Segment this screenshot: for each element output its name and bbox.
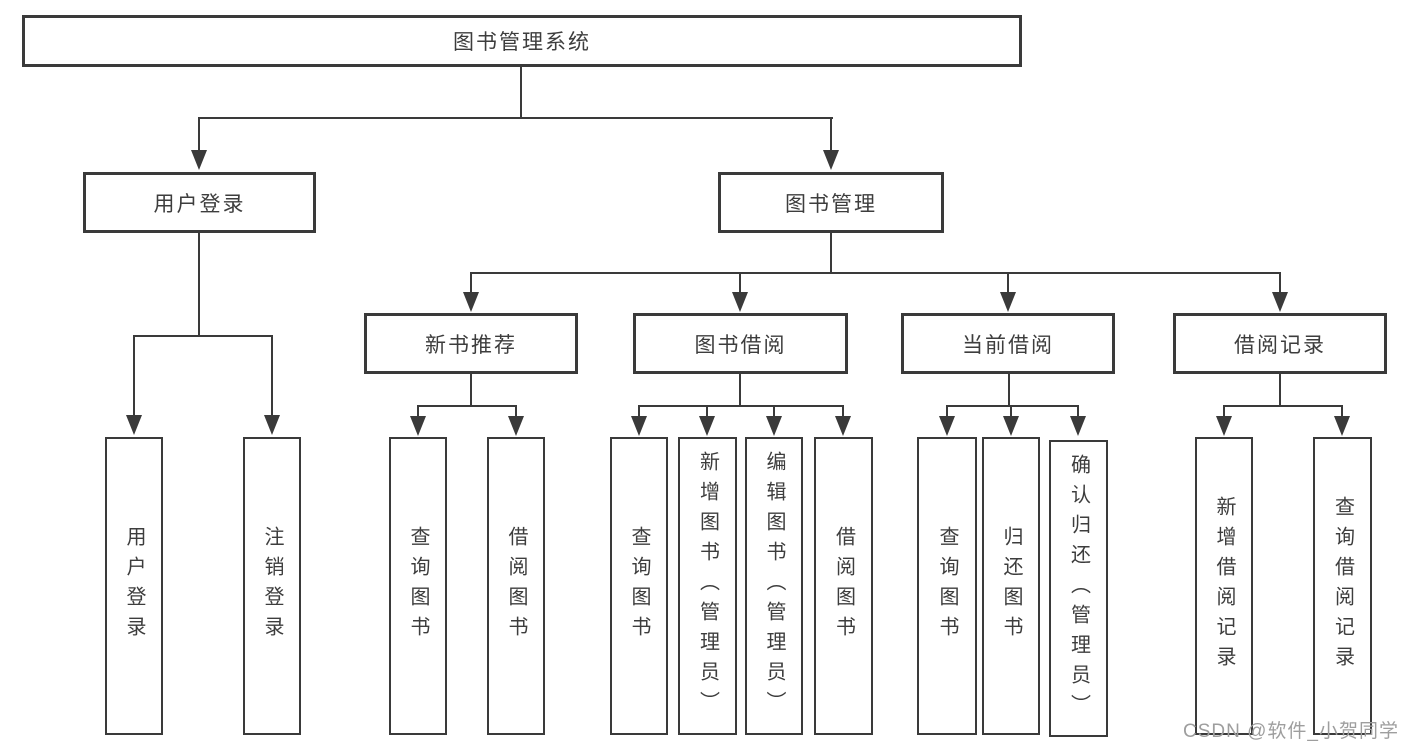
connector-user-login-hline: [133, 335, 273, 337]
connector-groupC-down: [1008, 374, 1010, 407]
connector-C3-stem: [1077, 405, 1079, 417]
connector-groupB-hline: [638, 405, 844, 407]
node-library-system-label: 图书管理系统: [453, 31, 591, 54]
arrow-to-C1: [939, 416, 955, 436]
leaf-borrow-book-1-label: 借阅图书: [505, 526, 527, 646]
arrow-to-borrow: [732, 292, 748, 312]
leaf-query-book-3: 查询图书: [917, 437, 977, 735]
connector-groupB-down: [739, 374, 741, 407]
connector-root-stem: [520, 65, 522, 118]
leaf-user-login-label: 用户登录: [123, 526, 145, 646]
connector-B3-stem: [773, 405, 775, 417]
connector-groupA-down: [470, 374, 472, 407]
arrow-to-D2: [1334, 416, 1350, 436]
arrow-to-current: [1000, 292, 1016, 312]
node-current-borrow-label: 当前借阅: [962, 333, 1054, 357]
leaf-query-borrow-record: 查询借阅记录: [1313, 437, 1372, 735]
connector-user-login-stem: [198, 117, 200, 151]
leaf-query-borrow-record-label: 查询借阅记录: [1331, 496, 1354, 676]
connector-records-stem: [1279, 272, 1281, 293]
arrow-to-C3: [1070, 416, 1086, 436]
leaf-add-borrow-record: 新增借阅记录: [1195, 437, 1253, 735]
leaf-query-book-1-label: 查询图书: [407, 526, 429, 646]
leaf-borrow-book-2: 借阅图书: [814, 437, 873, 735]
leaf-confirm-return-admin: 确认归还（管理员）: [1049, 440, 1108, 737]
connector-A2-stem: [515, 405, 517, 417]
node-borrow-records-label: 借阅记录: [1234, 333, 1326, 357]
node-user-login: 用户登录: [83, 172, 316, 233]
node-book-management-label: 图书管理: [785, 192, 877, 216]
arrow-to-C2: [1003, 416, 1019, 436]
connector-leaf-logout-stem: [271, 335, 273, 415]
node-current-borrow: 当前借阅: [901, 313, 1115, 374]
leaf-return-book-label: 归还图书: [1000, 526, 1022, 646]
connector-book-mgmt-hline: [470, 272, 1281, 274]
connector-groupA-hline: [417, 405, 517, 407]
connector-A1-stem: [417, 405, 419, 417]
connector-newbook-stem: [470, 272, 472, 293]
connector-groupD-down: [1279, 374, 1281, 407]
connector-groupC-hline: [946, 405, 1079, 407]
arrow-to-A1: [410, 416, 426, 436]
node-book-borrow: 图书借阅: [633, 313, 848, 374]
node-new-book-recommend: 新书推荐: [364, 313, 578, 374]
leaf-query-book-2: 查询图书: [610, 437, 668, 735]
node-new-book-recommend-label: 新书推荐: [425, 333, 517, 357]
leaf-user-login: 用户登录: [105, 437, 163, 735]
connector-C2-stem: [1010, 405, 1012, 417]
leaf-add-book-admin: 新增图书（管理员）: [678, 437, 737, 735]
arrow-to-D1: [1216, 416, 1232, 436]
connector-borrow-stem: [739, 272, 741, 293]
arrow-to-B2: [699, 416, 715, 436]
node-borrow-records: 借阅记录: [1173, 313, 1387, 374]
arrow-to-newbook: [463, 292, 479, 312]
leaf-query-book-3-label: 查询图书: [936, 526, 958, 646]
connector-user-login-down: [198, 233, 200, 337]
leaf-add-book-admin-label: 新增图书（管理员）: [696, 451, 719, 721]
arrow-to-user-login: [191, 150, 207, 170]
connector-D2-stem: [1341, 405, 1343, 417]
leaf-confirm-return-admin-label: 确认归还（管理员）: [1067, 453, 1090, 724]
leaf-return-book: 归还图书: [982, 437, 1040, 735]
node-book-management: 图书管理: [718, 172, 944, 233]
connector-B2-stem: [706, 405, 708, 417]
connector-current-stem: [1007, 272, 1009, 293]
node-book-borrow-label: 图书借阅: [694, 333, 787, 357]
connector-root-hline: [199, 117, 833, 119]
arrow-to-B3: [766, 416, 782, 436]
leaf-borrow-book-1: 借阅图书: [487, 437, 545, 735]
arrow-to-leaf-login: [126, 415, 142, 435]
leaf-logout: 注销登录: [243, 437, 301, 735]
connector-groupD-hline: [1223, 405, 1343, 407]
connector-book-mgmt-stem: [830, 117, 832, 151]
leaf-add-borrow-record-label: 新增借阅记录: [1213, 496, 1235, 676]
leaf-edit-book-admin: 编辑图书（管理员）: [745, 437, 803, 735]
node-user-login-label: 用户登录: [153, 192, 246, 216]
connector-book-mgmt-down: [830, 233, 832, 274]
node-library-system: 图书管理系统: [22, 15, 1022, 67]
leaf-borrow-book-2-label: 借阅图书: [832, 526, 855, 646]
arrow-to-book-mgmt: [823, 150, 839, 170]
connector-leaf-login-stem: [133, 335, 135, 415]
connector-D1-stem: [1223, 405, 1225, 417]
leaf-query-book-2-label: 查询图书: [628, 526, 650, 646]
arrow-to-records: [1272, 292, 1288, 312]
connector-B1-stem: [638, 405, 640, 417]
leaf-query-book-1: 查询图书: [389, 437, 447, 735]
connector-C1-stem: [946, 405, 948, 417]
leaf-edit-book-admin-label: 编辑图书（管理员）: [763, 451, 785, 721]
arrow-to-A2: [508, 416, 524, 436]
leaf-logout-label: 注销登录: [261, 526, 283, 646]
arrow-to-leaf-logout: [264, 415, 280, 435]
connector-B4-stem: [842, 405, 844, 417]
arrow-to-B1: [631, 416, 647, 436]
csdn-watermark: CSDN @软件_小贺同学: [1183, 721, 1399, 742]
arrow-to-B4: [835, 416, 851, 436]
